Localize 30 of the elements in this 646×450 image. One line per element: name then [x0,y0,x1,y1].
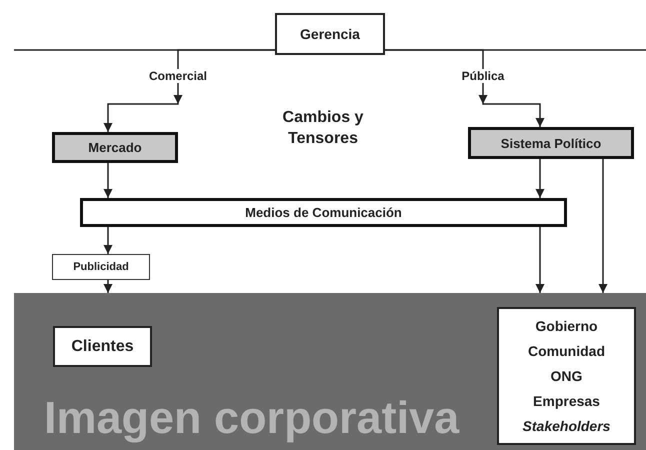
list-box [497,307,636,445]
box-label: Publicidad [73,261,129,273]
box-label: Medios de Comunicación [245,205,402,220]
band-panel [14,293,646,450]
arrow [598,159,608,293]
arrow [536,159,544,198]
arrow [385,49,544,127]
arrow [104,280,112,293]
edge-label: Pública [433,67,533,85]
process-box [52,254,150,280]
process-box [53,326,152,367]
list-item: ONG [550,368,582,384]
process-box [275,13,385,55]
list-item: Empresas [533,393,600,410]
box-label: Mercado [88,140,142,155]
process-box [52,132,178,163]
arrow [536,227,544,293]
box-label: Sistema Político [500,136,602,150]
watermark-title: Imagen corporativa [44,395,460,440]
arrow [104,49,275,132]
process-box [468,127,634,159]
list-item: Stakeholders [522,418,610,434]
arrow [104,163,112,198]
annotation-text: Cambios y Tensores [282,108,364,149]
box-label: Clientes [71,338,134,356]
process-box [80,198,567,227]
list-item: Gobierno [535,318,598,334]
box-label: Gerencia [300,26,360,42]
arrow [104,227,112,254]
list-item: Comunidad [528,342,605,359]
